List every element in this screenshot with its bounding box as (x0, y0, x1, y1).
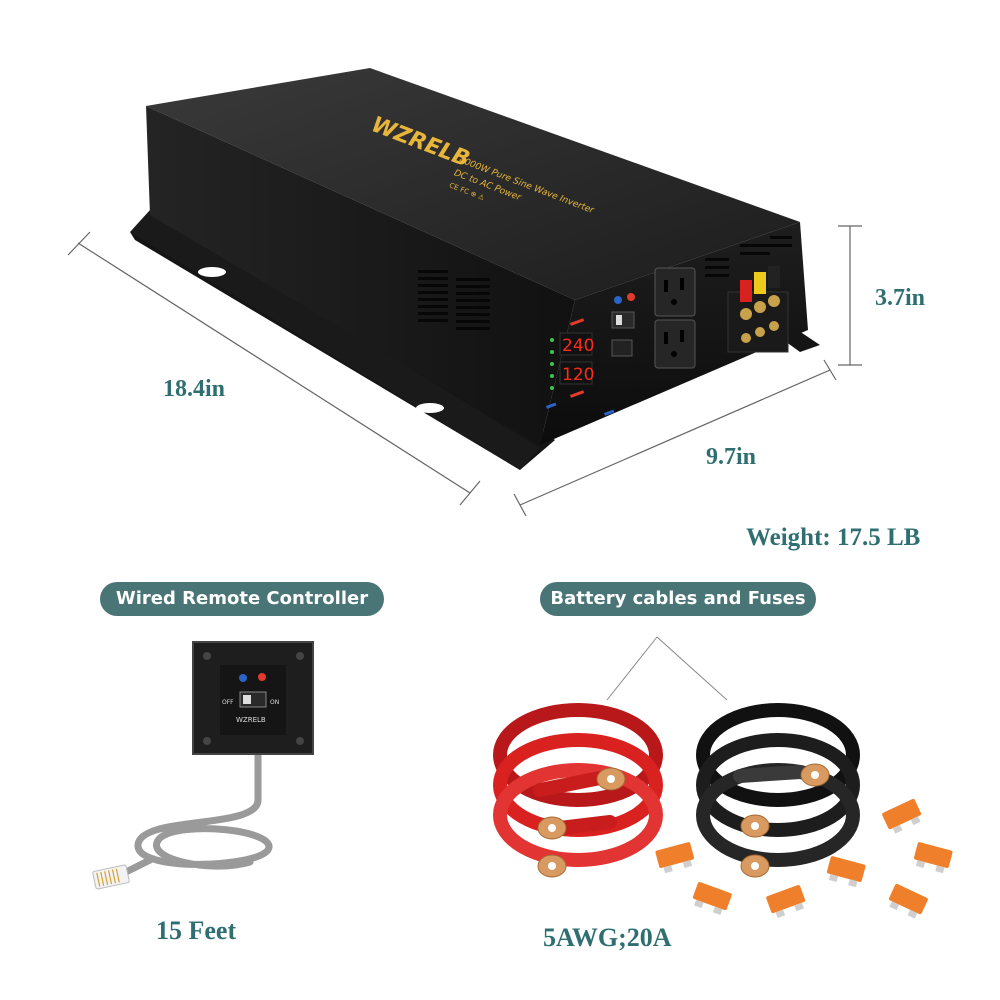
width-dimension-line (513, 359, 837, 517)
ac-outlet (654, 319, 696, 369)
inverter-top-face (146, 68, 800, 300)
display-value-top: 240 (562, 336, 594, 356)
fuse (655, 842, 695, 874)
remote-on-label: ON (270, 699, 279, 706)
length-dimension-line (67, 231, 481, 506)
voltage-display-bottom (559, 361, 593, 385)
blue-indicator (614, 296, 622, 304)
fuse (913, 842, 953, 874)
flange-slot (416, 403, 444, 413)
remote-controller: OFF ON WZRELB (92, 641, 314, 890)
width-label: 9.7in (706, 444, 757, 470)
red-indicator (627, 293, 635, 301)
inverter-body: WZRELB 4000W Pure Sine Wave Inverter DC … (130, 68, 820, 470)
remote-brand: WZRELB (236, 716, 266, 724)
weight-label: Weight: 17.5 LB (746, 524, 921, 551)
remote-cord (134, 748, 273, 870)
black-battery-cable (696, 703, 860, 867)
terminal-black (768, 266, 780, 307)
ac-outlet (654, 267, 696, 317)
rj-connector (92, 864, 130, 890)
fuse (888, 883, 928, 919)
terminal-yellow (754, 272, 766, 313)
status-led-column (550, 338, 554, 390)
remote-off-label: OFF (222, 699, 234, 706)
voltage-display-top (559, 332, 593, 356)
side-vent (418, 270, 490, 330)
remote-controller-title: Wired Remote Controller (100, 582, 384, 616)
cables-callout-line (606, 636, 728, 701)
height-dimension-line (838, 225, 862, 366)
cable-spec-label: 5AWG;20A (543, 923, 672, 952)
cable-length-label: 15 Feet (156, 916, 237, 945)
battery-cables-title: Battery cables and Fuses (540, 582, 816, 616)
flange-slot (198, 267, 226, 277)
power-switch (611, 311, 635, 329)
remote-red-led (258, 673, 266, 681)
fuse (692, 882, 732, 915)
fuse-set (655, 798, 953, 919)
fuse (826, 856, 866, 888)
terminal-red (740, 280, 752, 320)
remote-port (611, 339, 633, 357)
front-panel: 240 120 (546, 236, 792, 416)
fuse (882, 798, 922, 834)
remote-blue-led (239, 674, 247, 682)
length-label: 18.4in (163, 376, 226, 402)
inverter-side-face (146, 106, 575, 445)
fuse (766, 885, 806, 918)
height-label: 3.7in (875, 285, 926, 311)
display-value-bottom: 120 (562, 365, 594, 385)
red-battery-cable (493, 703, 663, 867)
